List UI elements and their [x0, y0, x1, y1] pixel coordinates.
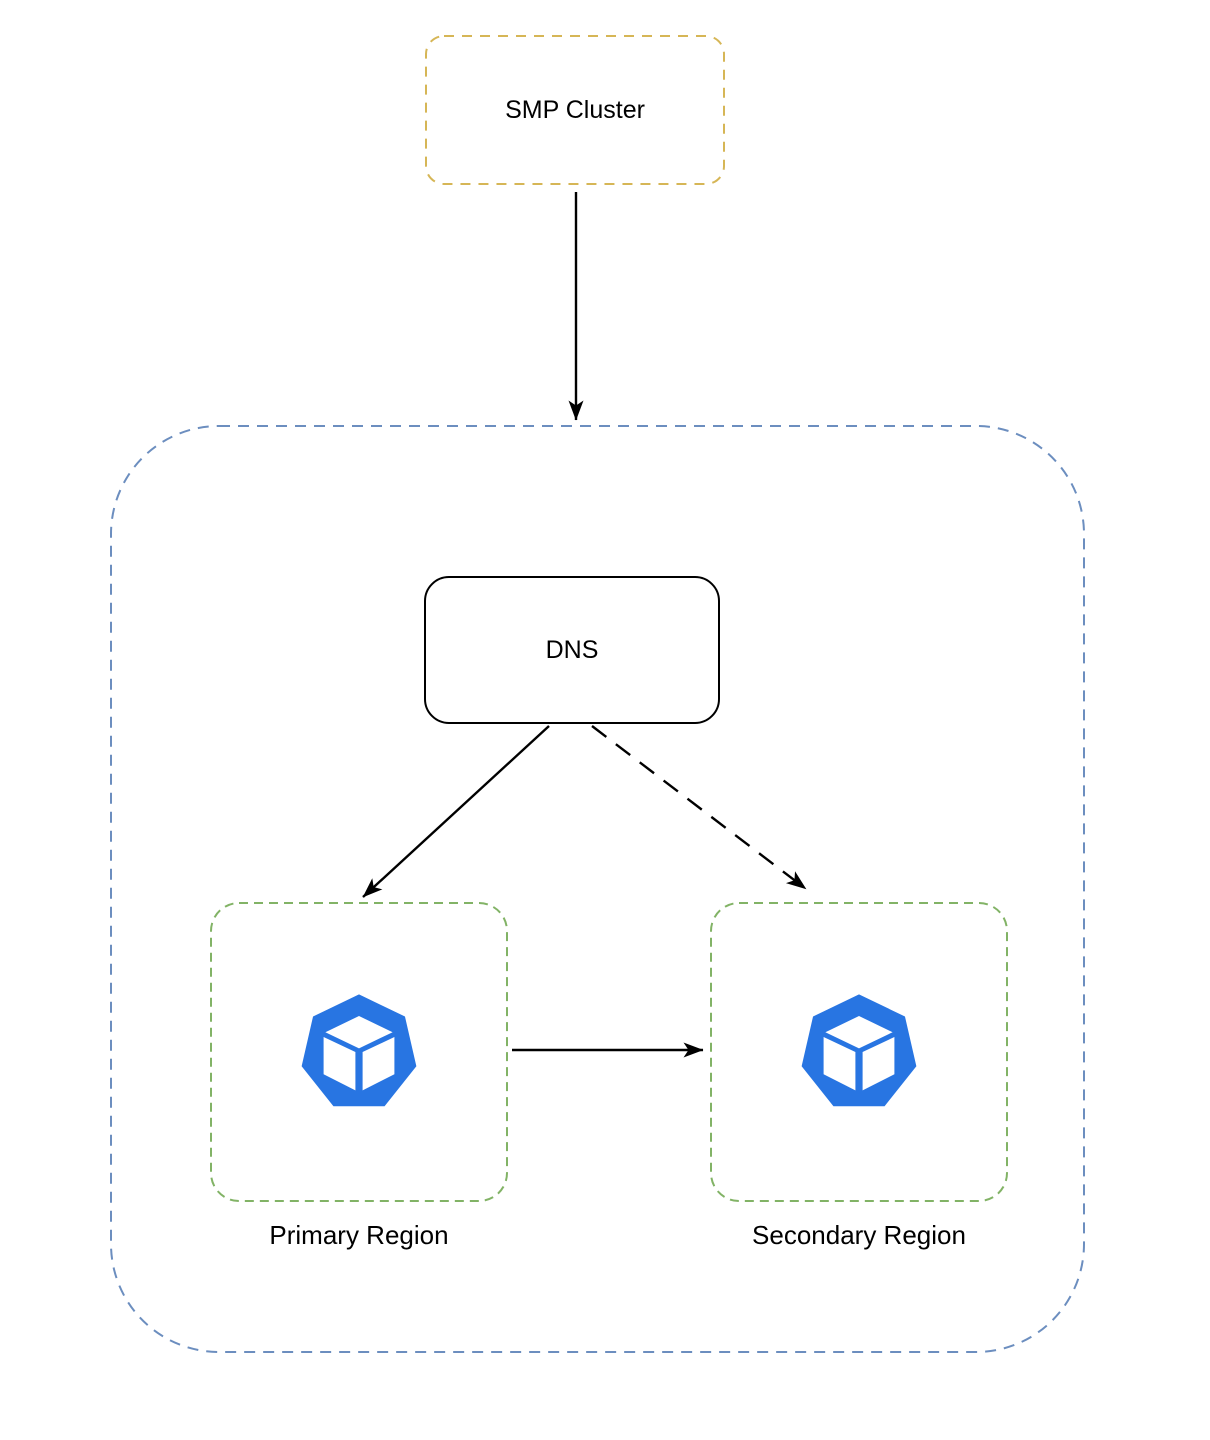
cube-right-face [362, 1037, 395, 1091]
primary-region-label: Primary Region [269, 1220, 449, 1250]
cube-left-face [323, 1037, 356, 1091]
edge-dns-to-primary-region [362, 725, 550, 898]
cube-right-face [862, 1037, 895, 1091]
kubernetes-node-icon [801, 994, 917, 1107]
cube-left-face [823, 1037, 856, 1091]
dns-label: DNS [545, 636, 599, 664]
smp-cluster-label: SMP Cluster [505, 96, 645, 124]
region-container-box [110, 425, 1085, 1353]
edge-dns-to-secondary-region [591, 725, 807, 890]
secondary-region-label: Secondary Region [752, 1220, 966, 1250]
kubernetes-node-icon [301, 994, 417, 1107]
